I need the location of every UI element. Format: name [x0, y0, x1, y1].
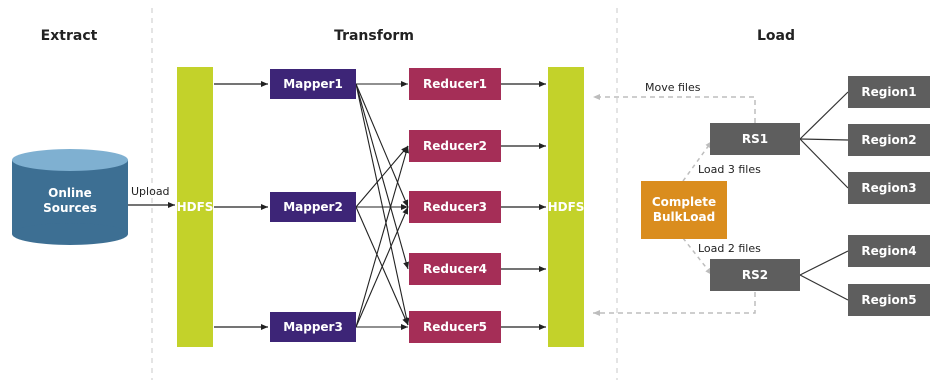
reducer-2: Reducer2: [409, 130, 501, 162]
region-server-2: RS2: [710, 259, 800, 291]
mapper-2: Mapper2: [270, 192, 356, 222]
region-1: Region1: [848, 76, 930, 108]
section-transform-title: Transform: [334, 28, 414, 44]
load-2-files-label: Load 2 files: [698, 242, 761, 255]
region-5: Region5: [848, 284, 930, 316]
hdfs-right: HDFS: [548, 67, 584, 347]
mapper-1: Mapper1: [270, 69, 356, 99]
section-load-title: Load: [756, 28, 796, 44]
region-4: Region4: [848, 235, 930, 267]
reducer-4: Reducer4: [409, 253, 501, 285]
reducer-1: Reducer1: [409, 68, 501, 100]
region-3: Region3: [848, 172, 930, 204]
section-extract-title: Extract: [40, 28, 98, 44]
online-sources-database-icon: [12, 149, 128, 245]
region-server-1: RS1: [710, 123, 800, 155]
reducer-5: Reducer5: [409, 311, 501, 343]
load-3-files-label: Load 3 files: [698, 163, 761, 176]
mapper-3: Mapper3: [270, 312, 356, 342]
upload-label: Upload: [131, 185, 170, 198]
online-sources-label: Online Sources: [43, 186, 97, 215]
load-3-files-arrow: [682, 140, 713, 182]
region-2: Region2: [848, 124, 930, 156]
move-files-arrow-bottom: [593, 292, 756, 316]
complete-bulkload: Complete BulkLoad: [641, 181, 727, 239]
move-files-label: Move files: [645, 81, 701, 94]
reducer-3: Reducer3: [409, 191, 501, 223]
hdfs-left: HDFS: [177, 67, 213, 347]
